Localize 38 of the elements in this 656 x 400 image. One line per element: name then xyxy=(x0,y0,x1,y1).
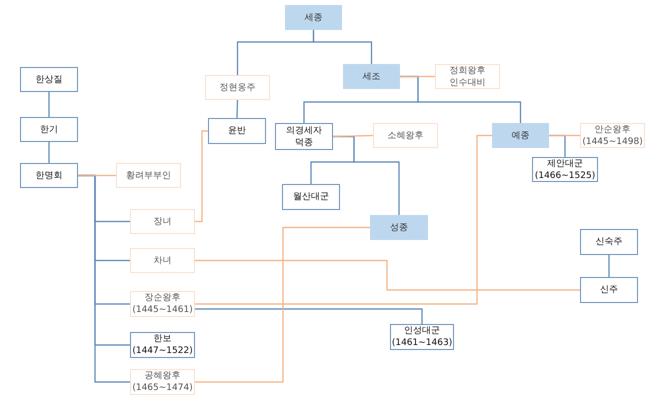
highlighted-name-box: 성종 xyxy=(370,215,428,240)
name-box: 장녀 xyxy=(130,209,195,234)
name-box: 한명회 xyxy=(20,163,78,188)
name-box: 한상질 xyxy=(20,67,78,92)
connector-line xyxy=(312,30,372,64)
connector-line xyxy=(332,134,374,138)
name-box: 윤반 xyxy=(208,118,266,144)
name-box: 신숙주 xyxy=(580,229,638,255)
connector-line xyxy=(195,226,370,383)
name-box: 신주 xyxy=(580,277,638,303)
name-box: 정희왕후 인수대비 xyxy=(435,64,500,89)
connector-line xyxy=(400,76,435,78)
connector-line xyxy=(195,130,208,222)
connector-line xyxy=(549,134,580,136)
connector-line xyxy=(195,134,492,305)
name-box: 정현옹주 xyxy=(205,75,270,100)
highlighted-name-box: 세조 xyxy=(343,64,400,89)
connector-line xyxy=(236,100,238,118)
connector-line xyxy=(608,255,610,277)
connector-line xyxy=(48,142,50,163)
highlighted-name-box: 예종 xyxy=(492,123,549,148)
name-box: 공혜왕후 (1465~1474) xyxy=(130,369,195,395)
name-box: 월산대군 xyxy=(282,184,340,210)
name-box: 소혜왕후 xyxy=(373,123,438,148)
name-box: 장순왕후 (1445~1461) xyxy=(130,291,195,317)
name-box: 의경세자 덕종 xyxy=(275,123,333,150)
name-box: 인성대군 (1461~1463) xyxy=(390,324,454,350)
highlighted-name-box: 세종 xyxy=(285,5,342,30)
name-box: 차녀 xyxy=(130,248,195,273)
name-box: 한기 xyxy=(20,117,78,142)
name-box: 한보 (1447~1522) xyxy=(130,332,195,358)
name-box: 황려부부인 xyxy=(116,163,181,188)
connector-line xyxy=(195,308,423,324)
connector-line xyxy=(48,92,50,117)
connector-line xyxy=(78,174,116,176)
name-box: 안순왕후 (1445~1498) xyxy=(580,123,645,148)
name-box: 제안대군 (1466~1525) xyxy=(532,157,598,182)
connector-line xyxy=(195,260,580,291)
